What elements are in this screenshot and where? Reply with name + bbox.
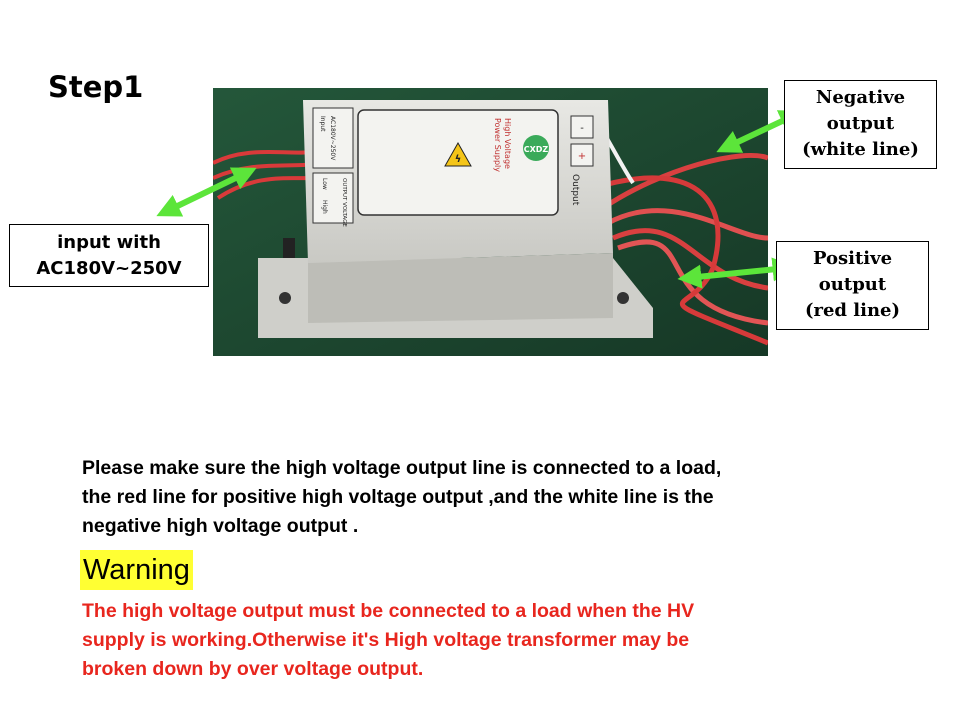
input-plate-label: Input (319, 116, 326, 132)
device-title-line1: High Voltage (503, 118, 512, 169)
positive-output-callout: Positive output (red line) (776, 241, 929, 330)
brand-text: CXDZ (524, 145, 549, 154)
negative-output-callout: Negative output (white line) (784, 80, 937, 169)
positive-callout-line2: output (818, 274, 887, 295)
low-label: Low (321, 178, 328, 190)
positive-callout-line3: (red line) (804, 300, 901, 321)
high-label: High (321, 200, 328, 214)
output-voltage-label: OUTPUT VOLTAGE (341, 178, 347, 227)
output-label: Output (570, 174, 580, 206)
warning-paragraph: The high voltage output must be connecte… (82, 597, 932, 684)
negative-terminal (570, 115, 594, 139)
warning-line1: The high voltage output must be connecte… (82, 600, 695, 622)
device-side (308, 253, 613, 323)
negative-callout-line1: Negative (815, 87, 906, 108)
warning-line2: supply is working.Otherwise it's High vo… (82, 629, 690, 651)
instructions-line1: Please make sure the high voltage output… (82, 457, 722, 479)
brand-logo (523, 135, 549, 161)
instructions-line2: the red line for positive high voltage o… (82, 486, 714, 508)
mount-hole-right (617, 292, 629, 304)
negative-callout-line2: output (826, 113, 895, 134)
voltage-plate (312, 172, 354, 224)
device-title: High Voltage Power Supply (493, 118, 512, 172)
input-callout-line1: input with (57, 232, 161, 253)
input-callout-line2: AC180V~250V (36, 258, 182, 279)
product-photo: ϟ High Voltage Power Supply CXDZ Input A… (213, 88, 768, 356)
input-callout: input with AC180V~250V (9, 224, 209, 287)
positive-callout-line1: Positive (812, 248, 893, 269)
warning-triangle-icon (444, 141, 472, 167)
plus-sign: + (578, 151, 586, 162)
positive-terminal (570, 143, 594, 167)
minus-sign: - (580, 123, 584, 134)
step-title: Step1 (48, 70, 144, 104)
lightning-icon: ϟ (455, 154, 462, 165)
instructions-line3: negative high voltage output . (82, 515, 359, 537)
input-plate (312, 107, 354, 169)
mount-hole-left (279, 292, 291, 304)
device-title-line2: Power Supply (493, 118, 502, 172)
instructions-paragraph: Please make sure the high voltage output… (82, 454, 922, 541)
negative-callout-line3: (white line) (802, 139, 919, 160)
adjust-knob (283, 238, 295, 258)
warning-line3: broken down by over voltage output. (82, 658, 424, 680)
warning-heading: Warning (80, 550, 193, 590)
input-plate-value: AC180V~250V (329, 116, 336, 161)
